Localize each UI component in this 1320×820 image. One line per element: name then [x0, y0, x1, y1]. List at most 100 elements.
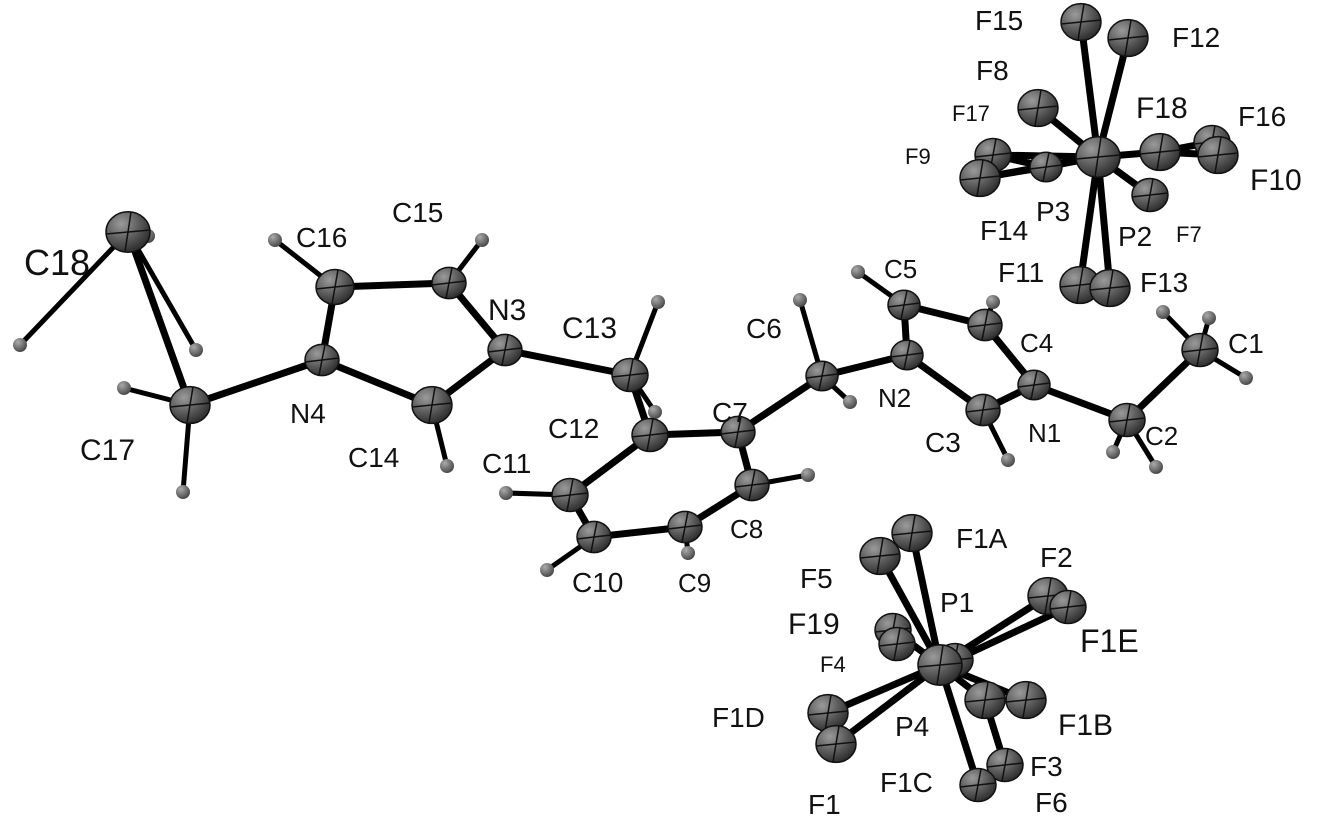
hydrogen-atom	[648, 405, 662, 419]
atom-label-p2: P2	[1118, 221, 1152, 252]
atom-label-f1a: F1A	[956, 523, 1008, 554]
atoms-layer	[13, 2, 1253, 803]
atom-label-f1b: F1B	[1058, 709, 1113, 742]
atom-label-f2: F2	[1040, 542, 1073, 573]
atom-label-f3: F3	[1030, 751, 1063, 782]
atom-f10	[1197, 135, 1239, 175]
atom-label-f1e: F1E	[1080, 623, 1139, 659]
atom-label-c15: C15	[392, 197, 443, 228]
atom-c13	[611, 357, 649, 393]
atom-label-c13: C13	[562, 312, 617, 345]
hydrogen-atom	[851, 265, 865, 279]
hydrogen-atom	[1239, 371, 1253, 385]
atom-p2	[1075, 136, 1121, 178]
bond-h	[18, 230, 130, 347]
atom-n4	[304, 343, 340, 377]
atom-label-f8: F8	[976, 55, 1009, 86]
atom-c14	[411, 385, 453, 425]
atom-label-f16: F16	[1238, 101, 1286, 132]
hydrogen-atom	[268, 233, 282, 247]
atom-f5	[859, 536, 901, 576]
atom-c16	[315, 268, 355, 306]
atom-c5	[887, 289, 921, 321]
atom-label-f1c: F1C	[880, 767, 933, 798]
hydrogen-atom	[843, 395, 857, 409]
hydrogen-atom	[1001, 453, 1015, 467]
bond-h	[125, 230, 199, 352]
hydrogen-atom	[13, 338, 27, 352]
atom-label-c4: C4	[1020, 328, 1053, 358]
hydrogen-atom	[793, 293, 807, 307]
atom-f1e	[1049, 589, 1087, 625]
atom-label-f11: F11	[998, 257, 1044, 288]
hydrogen-atom	[1202, 311, 1216, 325]
hydrogen-atom	[986, 295, 1000, 309]
atom-label-c12: C12	[548, 413, 599, 444]
atom-c18	[105, 211, 151, 253]
bond-c18-c17	[124, 230, 194, 407]
atom-label-f1d: F1D	[712, 702, 765, 733]
atom-label-c18: C18	[24, 242, 90, 283]
atom-label-f10: F10	[1250, 164, 1302, 197]
atom-label-n2: N2	[878, 383, 911, 413]
atom-c17	[169, 385, 211, 425]
hydrogen-atom	[440, 459, 454, 473]
atom-f3b	[964, 680, 1006, 720]
atom-label-f1: F1	[808, 789, 841, 820]
atom-label-f7: F7	[1176, 222, 1202, 247]
atom-label-c7: C7	[712, 397, 748, 428]
bond-n3-c13	[504, 346, 631, 379]
atom-label-f5: F5	[800, 563, 833, 594]
atom-label-c10: C10	[572, 567, 623, 598]
hydrogen-atom	[801, 468, 815, 482]
hydrogen-atom	[189, 343, 203, 357]
atom-label-p1: P1	[940, 587, 974, 618]
hydrogen-atom	[651, 295, 665, 309]
bond-p2-f11	[1076, 156, 1102, 286]
bond-p4-f1a	[908, 532, 944, 666]
atom-label-c11: C11	[482, 448, 531, 479]
atom-f15	[1060, 2, 1102, 42]
atom-c2	[1108, 402, 1146, 438]
atom-n1	[1017, 369, 1051, 401]
atom-label-c6: C6	[746, 313, 782, 344]
atom-label-f12: F12	[1172, 22, 1220, 53]
atom-p3	[1029, 151, 1063, 183]
atom-label-n4: N4	[290, 398, 326, 429]
bond-c17-n4	[188, 356, 324, 409]
atom-c6	[805, 360, 839, 392]
atom-label-c5: C5	[884, 254, 917, 284]
hydrogen-atom	[1149, 460, 1163, 474]
atom-label-f6: F6	[1035, 787, 1068, 818]
hydrogen-atom	[475, 233, 489, 247]
atom-label-c3: C3	[925, 427, 961, 458]
atom-label-c2: C2	[1145, 421, 1178, 451]
atom-c4	[967, 308, 1003, 342]
atom-label-f18: F18	[1136, 92, 1188, 125]
atom-label-f15: F15	[975, 5, 1023, 36]
atom-c8	[734, 468, 770, 502]
atom-n3	[487, 333, 523, 367]
atom-f13	[1089, 268, 1131, 308]
atom-c9	[667, 510, 703, 544]
atom-c10	[576, 520, 612, 554]
atom-label-f17: F17	[952, 101, 990, 126]
atom-f1c	[959, 767, 997, 803]
atom-c3	[965, 393, 1001, 427]
atom-f7	[1131, 177, 1169, 213]
atom-label-f4: F4	[820, 652, 846, 677]
hydrogen-atom	[176, 485, 190, 499]
hydrogen-atom	[1106, 445, 1120, 459]
hydrogen-atom	[1156, 305, 1170, 319]
atom-label-n3: N3	[488, 294, 526, 327]
atom-label-c8: C8	[730, 514, 763, 544]
hydrogen-atom	[681, 546, 695, 560]
atom-f1b	[1005, 680, 1047, 720]
atom-f14	[959, 158, 1001, 198]
atom-f1a	[891, 513, 933, 553]
atom-label-c9: C9	[678, 568, 711, 598]
atom-f12	[1107, 18, 1149, 58]
atom-label-f19: F19	[788, 608, 840, 641]
atom-f8	[1017, 88, 1059, 128]
